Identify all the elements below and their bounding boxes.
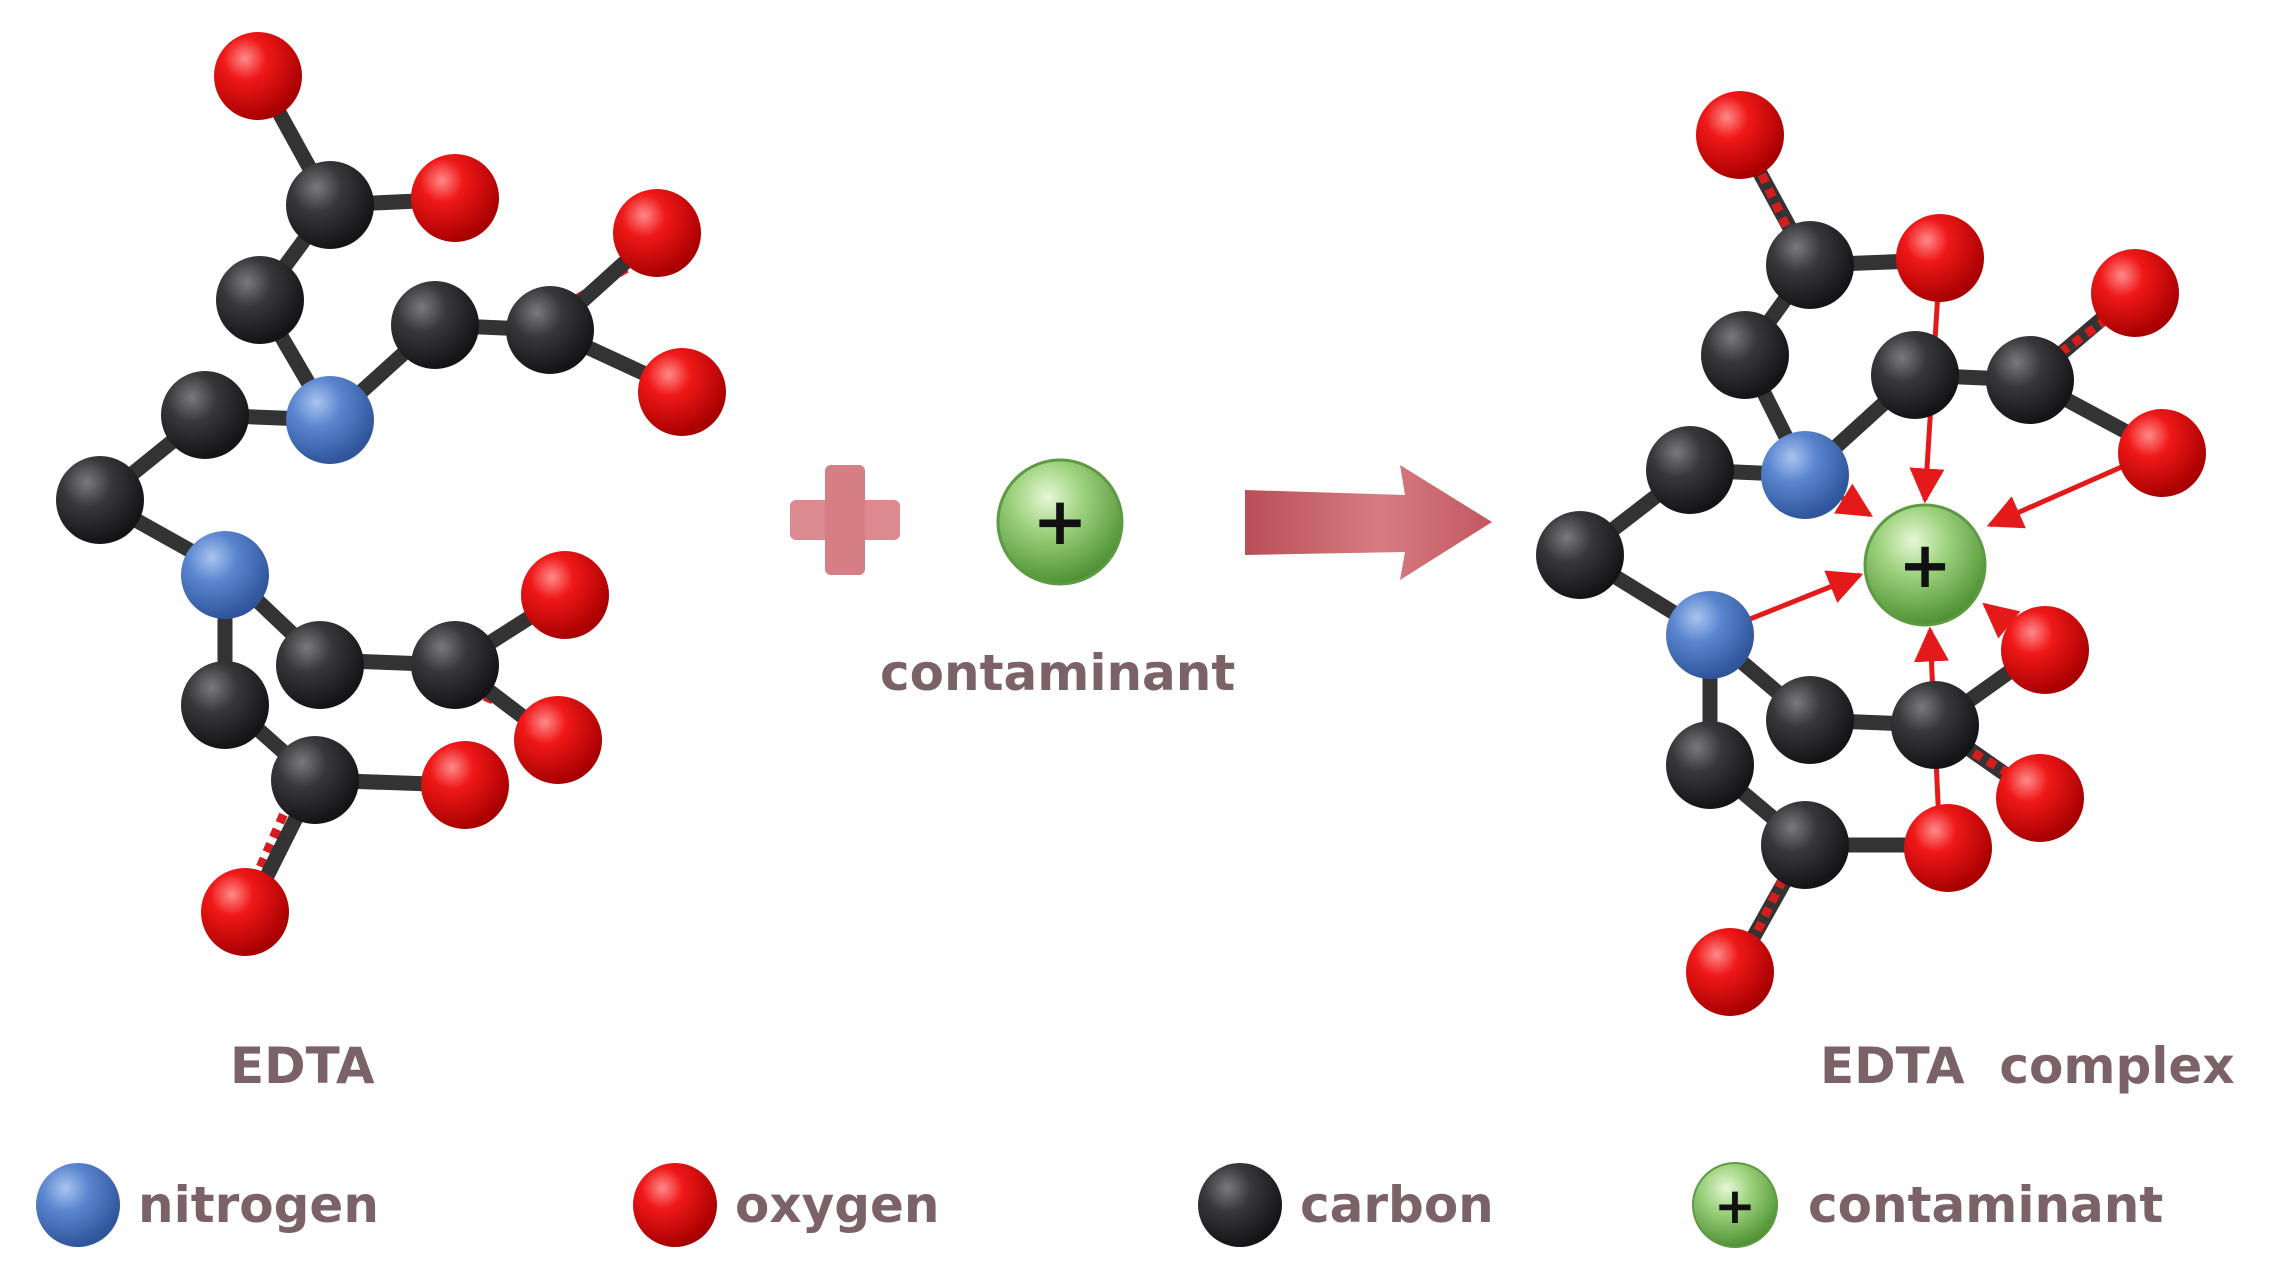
carbon-atom bbox=[271, 736, 359, 824]
carbon-atom bbox=[161, 371, 249, 459]
oxygen-atom bbox=[514, 696, 602, 784]
oxygen-atom bbox=[1996, 754, 2084, 842]
nitrogen-atom bbox=[1666, 591, 1754, 679]
oxygen-atom bbox=[1896, 214, 1984, 302]
carbon-atom bbox=[1701, 311, 1789, 399]
carbon-atom bbox=[411, 621, 499, 709]
contaminant-ion: + bbox=[996, 458, 1124, 586]
carbon-atom bbox=[181, 661, 269, 749]
legend-item-carbon: carbon bbox=[1198, 1163, 1494, 1247]
oxygen-atom bbox=[2001, 606, 2089, 694]
nitrogen-atom bbox=[286, 376, 374, 464]
carbon-atom bbox=[1766, 676, 1854, 764]
oxygen-swatch-icon bbox=[633, 1163, 717, 1247]
contaminant-swatch-icon bbox=[1692, 1162, 1778, 1248]
legend-item-nitrogen: nitrogen bbox=[36, 1163, 379, 1247]
carbon-atom bbox=[506, 286, 594, 374]
carbon-atom bbox=[1891, 681, 1979, 769]
carbon-atom bbox=[1666, 721, 1754, 809]
carbon-atom bbox=[1871, 331, 1959, 419]
carbon-atom bbox=[1646, 426, 1734, 514]
nitrogen-swatch-icon bbox=[36, 1163, 120, 1247]
oxygen-atom bbox=[521, 551, 609, 639]
carbon-atom bbox=[1536, 511, 1624, 599]
reagent-group: + contaminant bbox=[790, 458, 1235, 702]
legend-item-contaminant: + contaminant bbox=[1692, 1162, 2163, 1248]
oxygen-atom bbox=[2118, 409, 2206, 497]
oxygen-atom bbox=[638, 348, 726, 436]
legend-label: nitrogen bbox=[138, 1176, 379, 1234]
oxygen-atom bbox=[1904, 804, 1992, 892]
carbon-atom bbox=[276, 621, 364, 709]
edta-complex-molecule: + EDTA complex bbox=[1536, 91, 2235, 1095]
bound-contaminant-ion: + bbox=[1863, 503, 1987, 627]
legend-label: contaminant bbox=[1808, 1176, 2163, 1234]
edta-molecule: EDTA bbox=[56, 32, 726, 1095]
oxygen-atom bbox=[421, 741, 509, 829]
nitrogen-atom bbox=[1761, 431, 1849, 519]
legend-label: oxygen bbox=[735, 1176, 940, 1234]
legend-swatch-sign: + bbox=[1714, 1177, 1756, 1235]
legend-label: carbon bbox=[1300, 1176, 1494, 1234]
oxygen-atom bbox=[613, 189, 701, 277]
oxygen-atom bbox=[1686, 928, 1774, 1016]
carbon-atom bbox=[216, 256, 304, 344]
carbon-atom bbox=[1986, 336, 2074, 424]
plus-icon bbox=[790, 465, 900, 575]
contaminant-caption: contaminant bbox=[880, 644, 1235, 702]
carbon-atom bbox=[286, 161, 374, 249]
edta-atoms bbox=[56, 32, 726, 956]
oxygen-atom bbox=[214, 32, 302, 120]
reaction-arrow bbox=[1245, 465, 1492, 580]
edta-caption: EDTA bbox=[230, 1037, 375, 1095]
carbon-atom bbox=[1761, 801, 1849, 889]
carbon-atom bbox=[1766, 221, 1854, 309]
complex-atoms: + bbox=[1536, 91, 2206, 1016]
bound-ion-charge: + bbox=[1898, 529, 1952, 603]
ion-charge: + bbox=[1032, 483, 1087, 560]
legend: nitrogen oxygen carbon + contaminant bbox=[36, 1162, 2163, 1248]
oxygen-atom bbox=[201, 868, 289, 956]
oxygen-atom bbox=[2091, 249, 2179, 337]
nitrogen-atom bbox=[181, 531, 269, 619]
carbon-atom bbox=[391, 281, 479, 369]
carbon-atom bbox=[56, 456, 144, 544]
edta-complex-caption: EDTA complex bbox=[1820, 1037, 2235, 1095]
carbon-swatch-icon bbox=[1198, 1163, 1282, 1247]
legend-item-oxygen: oxygen bbox=[633, 1163, 940, 1247]
oxygen-atom bbox=[1696, 91, 1784, 179]
oxygen-atom bbox=[411, 154, 499, 242]
